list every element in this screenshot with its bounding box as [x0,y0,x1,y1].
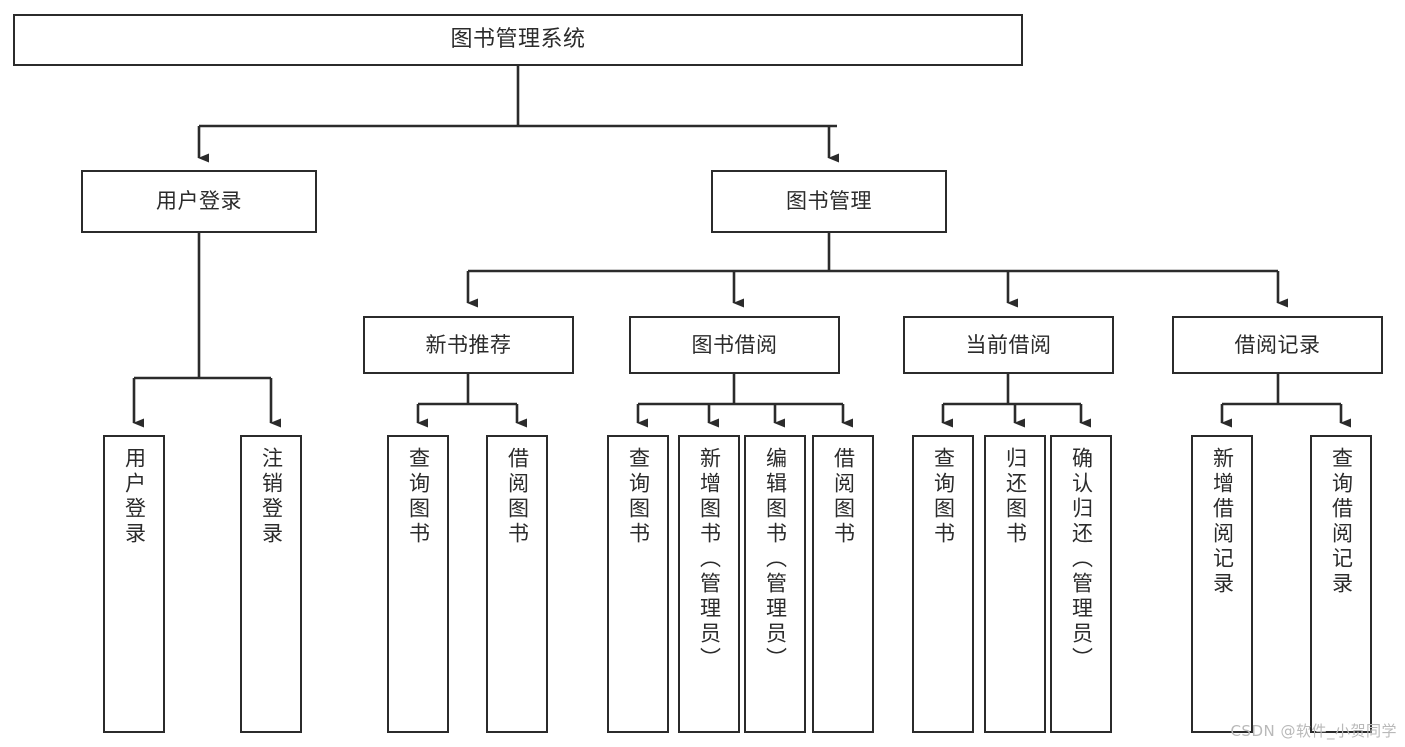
node-root-label: 图书管理系统 [450,27,586,53]
leaf-confirm-return-admin[interactable]: 确认归还（管理员） [1050,435,1112,733]
node-book-borrow[interactable]: 图书借阅 [629,316,840,374]
node-book-management-label: 图书管理 [786,189,872,214]
leaf-borrow-books-new-label: 借阅图书 [505,447,530,547]
leaf-edit-book-admin[interactable]: 编辑图书（管理员） [744,435,806,733]
leaf-borrow-book-label: 借阅图书 [831,447,856,547]
leaf-query-books-new-label: 查询图书 [406,447,431,547]
leaf-logout[interactable]: 注销登录 [240,435,302,733]
node-root[interactable]: 图书管理系统 [13,14,1023,66]
leaf-borrow-books-new[interactable]: 借阅图书 [486,435,548,733]
leaf-logout-label: 注销登录 [259,447,284,547]
node-book-borrow-label: 图书借阅 [691,332,778,357]
node-new-book-recommend[interactable]: 新书推荐 [363,316,574,374]
leaf-borrow-book[interactable]: 借阅图书 [812,435,874,733]
leaf-query-books-new[interactable]: 查询图书 [387,435,449,733]
leaf-add-borrow-record-label: 新增借阅记录 [1210,447,1235,597]
leaf-user-login[interactable]: 用户登录 [103,435,165,733]
leaf-return-book-label: 归还图书 [1003,447,1028,547]
leaf-query-books-current-label: 查询图书 [931,447,956,547]
leaf-query-borrow-record[interactable]: 查询借阅记录 [1310,435,1372,733]
leaf-confirm-return-admin-label: 确认归还（管理员） [1069,447,1094,672]
node-user-login-label: 用户登录 [156,189,242,214]
node-book-management[interactable]: 图书管理 [711,170,947,233]
leaf-add-book-admin[interactable]: 新增图书（管理员） [678,435,740,733]
node-user-login[interactable]: 用户登录 [81,170,317,233]
leaf-query-books-borrow[interactable]: 查询图书 [607,435,669,733]
leaf-query-books-current[interactable]: 查询图书 [912,435,974,733]
watermark: CSDN @软件_小贺同学 [1230,722,1397,740]
node-current-borrow[interactable]: 当前借阅 [903,316,1114,374]
leaf-add-borrow-record[interactable]: 新增借阅记录 [1191,435,1253,733]
leaf-add-book-admin-label: 新增图书（管理员） [697,447,722,672]
leaf-query-books-borrow-label: 查询图书 [626,447,651,547]
node-new-book-recommend-label: 新书推荐 [425,332,512,357]
leaf-edit-book-admin-label: 编辑图书（管理员） [763,447,788,672]
leaf-return-book[interactable]: 归还图书 [984,435,1046,733]
node-borrow-records[interactable]: 借阅记录 [1172,316,1383,374]
leaf-user-login-label: 用户登录 [122,447,147,547]
node-current-borrow-label: 当前借阅 [965,332,1052,357]
node-borrow-records-label: 借阅记录 [1234,332,1321,357]
leaf-query-borrow-record-label: 查询借阅记录 [1329,447,1354,597]
